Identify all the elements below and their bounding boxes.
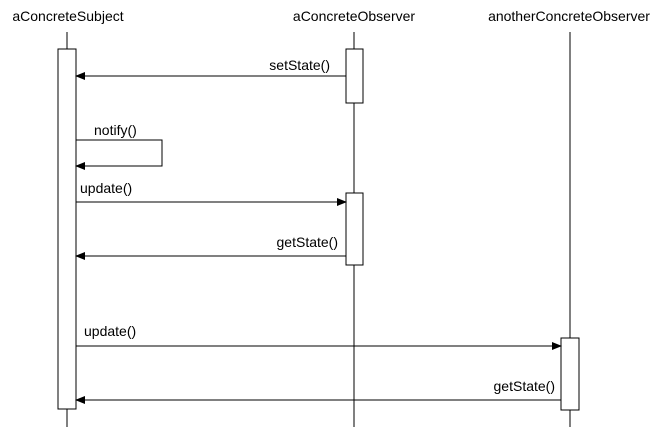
activation-observer-1 (345, 48, 364, 104)
message-label-update-another: update() (84, 323, 136, 339)
message-label-setstate: setState() (269, 57, 330, 73)
participant-name-observer: aConcreteObserver (293, 8, 416, 24)
activation-subject (57, 48, 77, 410)
message-arrow-notify (75, 139, 163, 170)
activation-another (560, 337, 580, 411)
participant-name-subject: aConcreteSubject (12, 8, 123, 24)
participant-name-another: anotherConcreteObserver (488, 8, 650, 24)
message-label-getstate-another: getState() (494, 378, 555, 394)
message-label-getstate-observer: getState() (277, 234, 338, 250)
activation-observer-2 (345, 192, 364, 266)
message-label-update-observer: update() (80, 180, 132, 196)
message-label-notify: notify() (94, 122, 137, 138)
